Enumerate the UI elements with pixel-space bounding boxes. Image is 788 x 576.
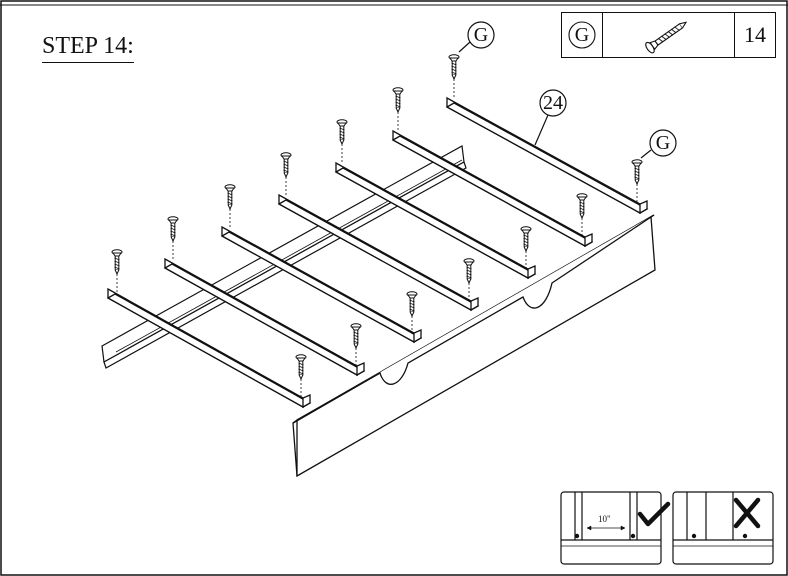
parts-box: 14 (561, 12, 776, 58)
callout-g-top: G (473, 24, 489, 46)
parts-box-letter: G (574, 24, 590, 46)
slat-5 (334, 161, 537, 280)
check-mark-icon (637, 501, 671, 527)
x-mark-icon (733, 497, 761, 529)
callout-g-right: G (655, 132, 671, 154)
callout-graphics (458, 21, 677, 159)
incorrect-spacing-panel (672, 491, 774, 565)
spacing-dimension-label: 10" (598, 514, 611, 524)
slat-2 (163, 257, 366, 377)
parts-quantity: 14 (734, 13, 775, 57)
slat-3 (220, 225, 423, 344)
side-rail (292, 214, 656, 478)
callout-part-number: 24 (543, 92, 563, 114)
slat-1 (106, 287, 312, 409)
slat-6 (391, 129, 594, 248)
slats (106, 96, 649, 409)
screw-icon (645, 21, 688, 54)
correct-spacing-panel (560, 491, 671, 565)
parts-box-graphics (568, 21, 688, 54)
parts-box-letter-cell (562, 13, 603, 57)
slat-7 (445, 96, 649, 215)
slat-4 (277, 193, 480, 312)
step-title: STEP 14: (42, 33, 134, 63)
